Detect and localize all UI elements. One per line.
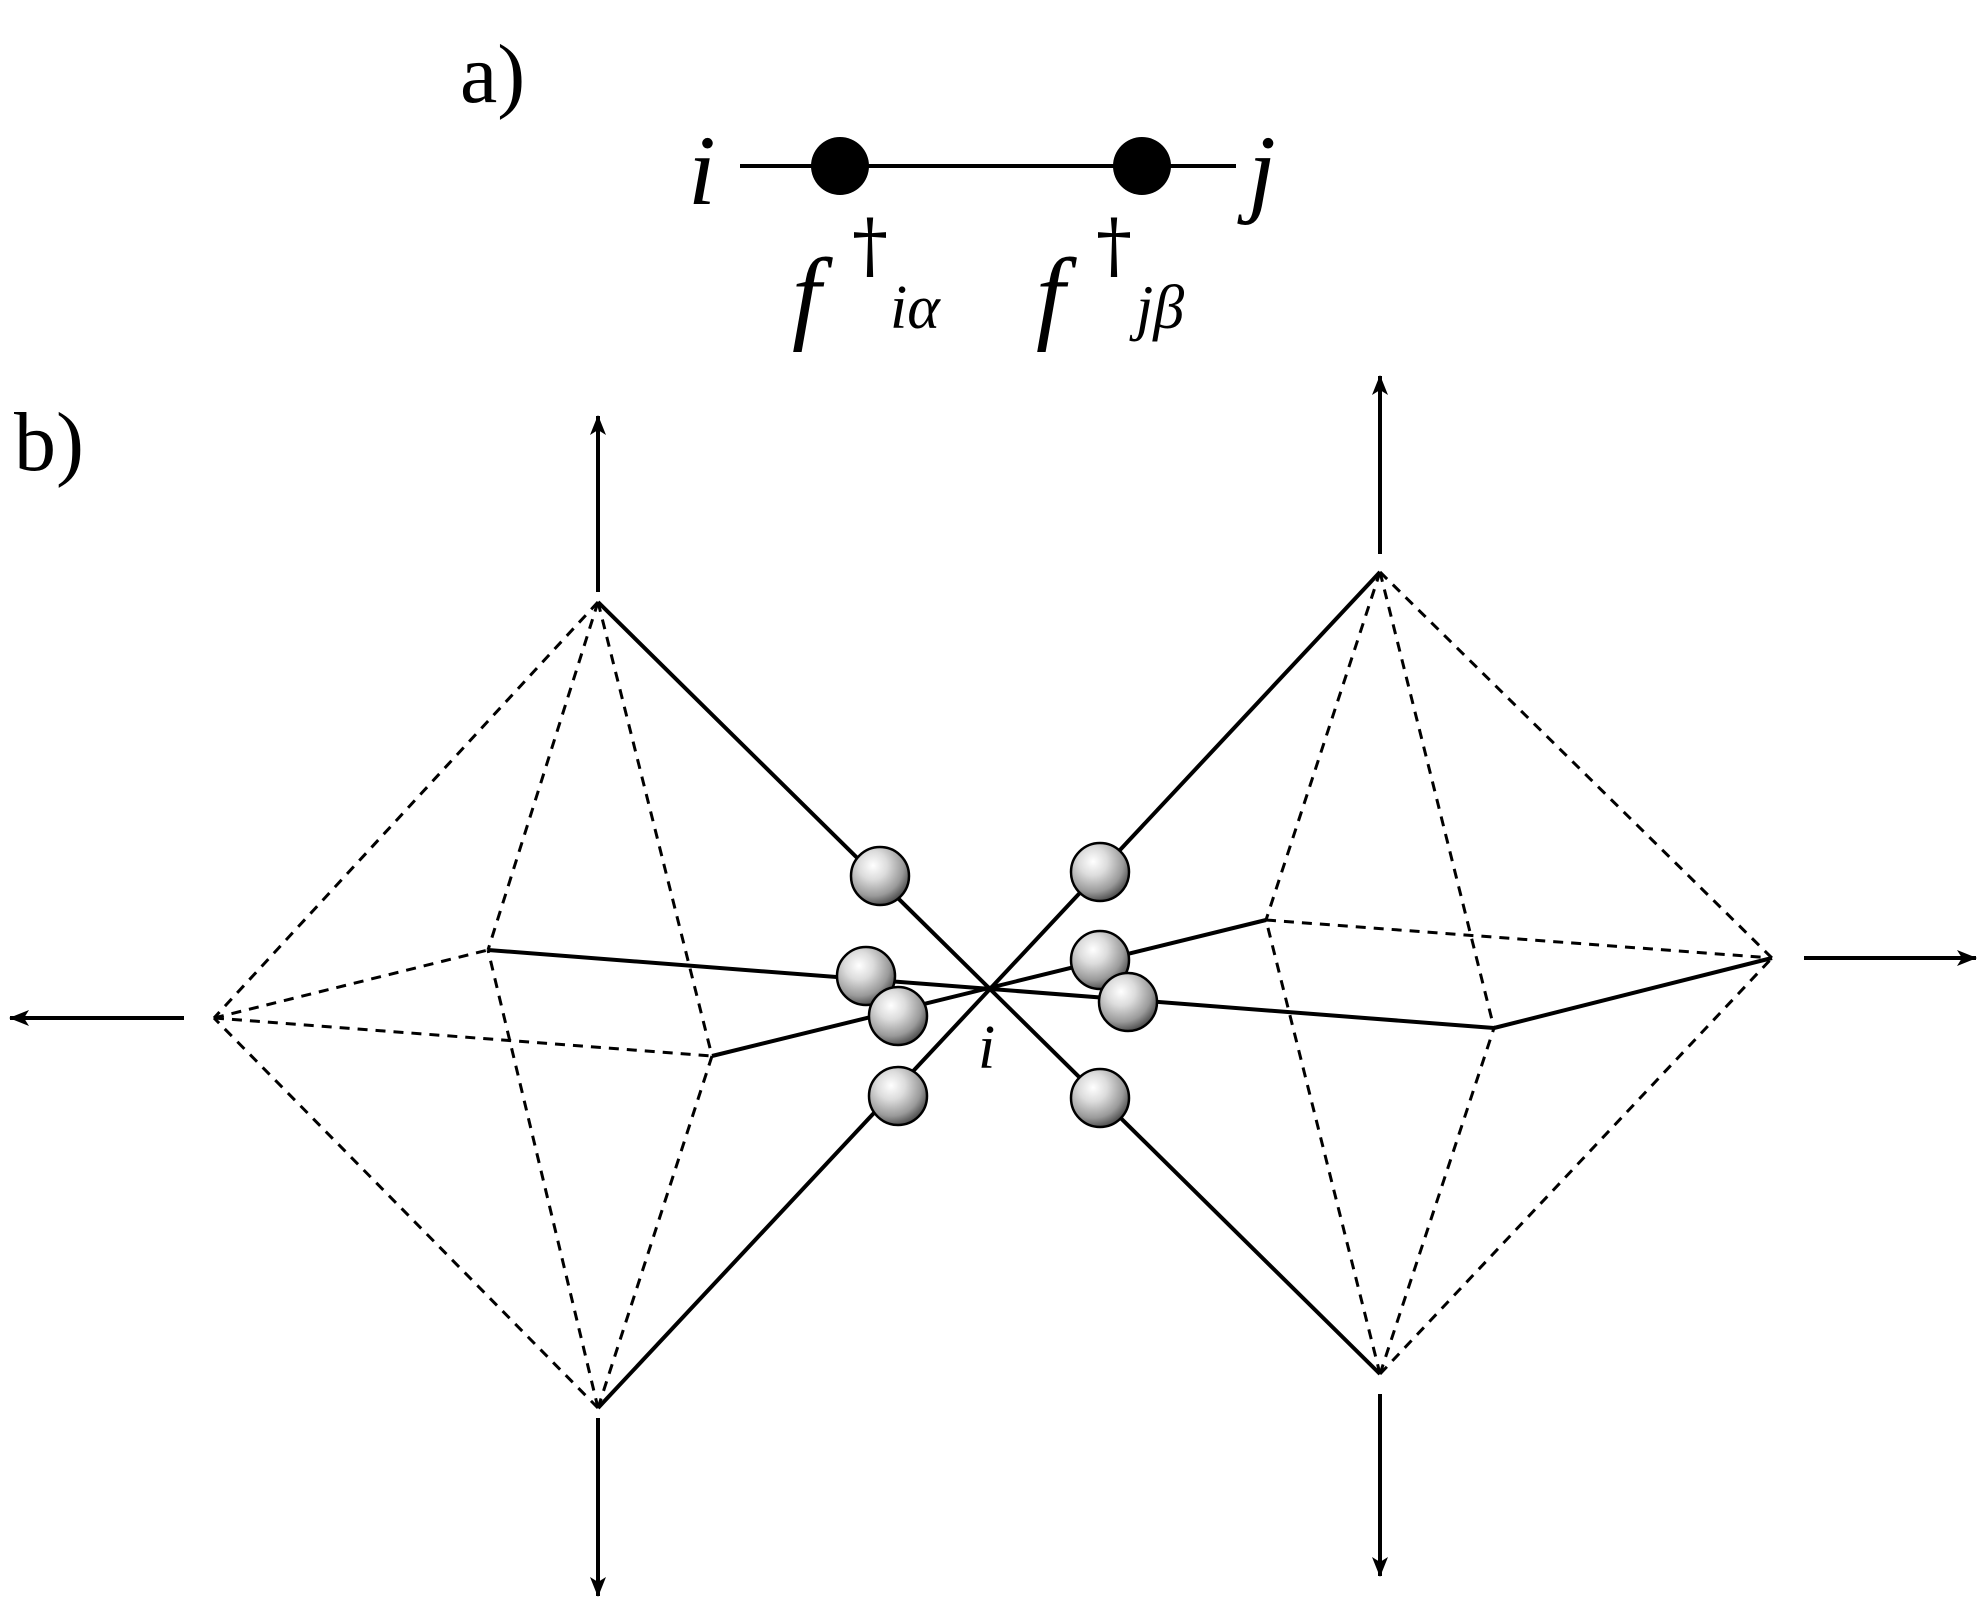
left-octahedron <box>212 600 714 1410</box>
atom-sphere-icon <box>867 985 929 1047</box>
right-oct-edge <box>1264 919 1382 1375</box>
atom-sphere-icon <box>1069 841 1131 903</box>
atom-sphere-icon <box>1097 971 1159 1033</box>
right-oct-edge <box>1264 571 1382 921</box>
displacement-arrows <box>9 375 1977 1597</box>
bond-cross <box>711 918 1267 1058</box>
panel-b: b) <box>9 375 1977 1597</box>
right-oct-edge <box>1378 1027 1496 1375</box>
left-oct-edge <box>596 601 714 1057</box>
right-oct-edge <box>1378 570 1774 960</box>
site-dot-right <box>1113 137 1171 195</box>
left-oct-edge <box>596 1055 714 1409</box>
operator-right: f † jβ <box>1036 203 1184 353</box>
atoms <box>835 841 1159 1129</box>
right-oct-edge <box>1265 918 1773 960</box>
left-oct-edge <box>212 600 600 1020</box>
bond-right-tip <box>1493 956 1773 1030</box>
right-octahedron <box>1264 570 1774 1376</box>
panel-a: a) i j f † iα f † jβ <box>460 28 1276 353</box>
right-oct-edge <box>1378 956 1774 1376</box>
operator-right-symbol: f <box>1036 238 1077 353</box>
center-site-label: i <box>978 1014 995 1082</box>
left-oct-edge <box>486 601 600 951</box>
panel-a-label: a) <box>460 28 525 121</box>
site-label-j: j <box>1237 115 1276 226</box>
shared-bonds <box>487 570 1773 1410</box>
panel-b-label: b) <box>14 396 84 489</box>
operator-right-dagger: † <box>1096 203 1132 287</box>
right-oct-edge <box>1378 571 1496 1029</box>
atom-sphere-icon <box>1069 1067 1131 1129</box>
left-oct-edge <box>212 1016 600 1410</box>
site-label-i: i <box>688 115 716 226</box>
atom-sphere-icon <box>867 1065 929 1127</box>
operator-left-dagger: † <box>852 203 888 287</box>
left-oct-edge <box>213 948 489 1020</box>
left-oct-edge <box>486 949 600 1409</box>
atom-sphere-icon <box>849 845 911 907</box>
site-dot-left <box>811 137 869 195</box>
atom-sphere-icon <box>835 945 897 1007</box>
operator-left: f † iα <box>792 203 941 353</box>
operator-right-subscript: jβ <box>1129 274 1184 342</box>
operator-left-symbol: f <box>792 238 833 353</box>
operator-left-subscript: iα <box>890 274 941 342</box>
atom-sphere-icon <box>1069 929 1131 991</box>
left-oct-edge <box>213 1016 713 1058</box>
